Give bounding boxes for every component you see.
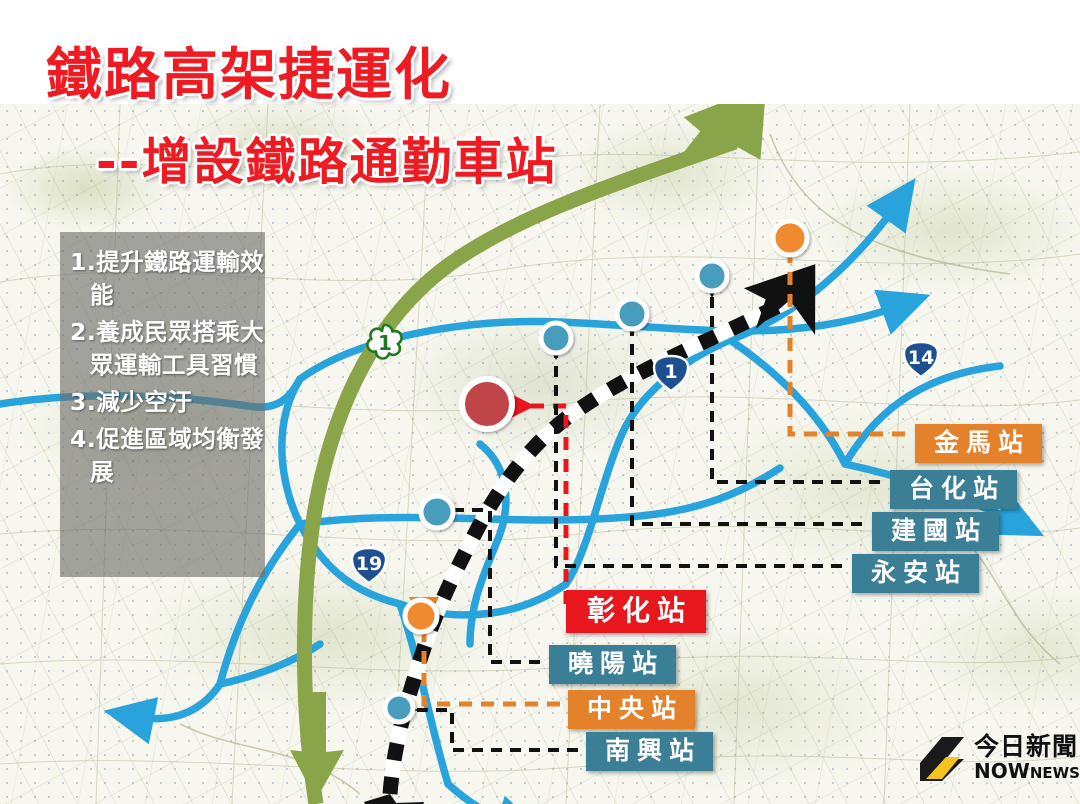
station-label-zhanghua[interactable]: 彰化站 [566, 590, 707, 634]
goal-item-3: 3.減少空汙 [70, 388, 193, 416]
station-dot-jinma[interactable] [770, 218, 810, 258]
logo-text-en-now: NOW [974, 759, 1030, 783]
logo-text-en-news: NEWS [1029, 764, 1080, 782]
station-label-yongan[interactable]: 永安站 [852, 554, 980, 593]
nownews-mark-icon [916, 733, 968, 785]
station-dot-jianguo[interactable] [614, 296, 650, 332]
logo-text-cn: 今日新聞 [974, 732, 1079, 761]
leader-jianguo [619, 310, 862, 526]
base-map [0, 104, 1080, 804]
shield-number-provincial-1: 1 [378, 330, 392, 355]
leader-nanxing [392, 697, 578, 752]
shield-number-expressway-1: 1 [664, 361, 678, 383]
blue-shield-icon [652, 354, 690, 393]
station-dot-taihua[interactable] [694, 258, 730, 294]
goal-item-1: 1.提升鐵路運輸效能 [70, 248, 265, 309]
goals-list: 1.提升鐵路運輸效能 2.養成民眾搭乘大眾運輸工具習慣 3.減少空汙 4.促進區… [60, 232, 265, 489]
leader-zhanghua [505, 391, 569, 604]
nownews-logo: 今日新聞 NOWNEWS [916, 728, 1080, 790]
logo-text: 今日新聞 NOWNEWS [974, 734, 1080, 784]
expressway-1-shield: 1 [650, 352, 692, 394]
blue-shield-icon [902, 340, 940, 379]
leader-xiaoyang [430, 497, 540, 664]
station-label-jianguo[interactable]: 建國站 [872, 512, 1000, 551]
station-label-jinma[interactable]: 金馬站 [915, 424, 1043, 463]
station-dot-xiaoyang[interactable] [418, 493, 456, 531]
shield-number-expressway-14: 14 [907, 347, 935, 369]
leader-jinma [775, 231, 905, 437]
leader-taihua [699, 272, 880, 484]
green-growth-arrow [290, 104, 767, 804]
blue-shield-icon [350, 546, 388, 585]
headline-primary: 鐵路高架捷運化 [46, 43, 452, 108]
leader-yongan [543, 334, 842, 568]
station-dots [382, 218, 810, 725]
logo-text-en: NOWNEWS [974, 760, 1080, 784]
goal-item-4: 4.促進區域均衡發展 [70, 425, 265, 486]
road-south-arm [444, 780, 546, 804]
road-sw-arm [103, 680, 224, 745]
leader-zhongyang [409, 597, 560, 707]
flower-shield-icon [366, 323, 403, 360]
expressway-14-shield: 14 [900, 338, 942, 380]
shield-number-expressway-19: 19 [355, 553, 383, 575]
headline-secondary: --增設鐵路通勤車站 [96, 133, 558, 191]
station-label-zhongyang[interactable]: 中央站 [568, 690, 696, 729]
station-dot-yongan[interactable] [538, 320, 574, 356]
expressway-19-shield: 19 [348, 544, 390, 586]
road-ne-arm [726, 177, 916, 344]
station-label-xiaoyang[interactable]: 曉陽站 [549, 645, 677, 684]
station-dot-nanxing[interactable] [382, 691, 416, 725]
provincial-highway-1-shield: 1 [364, 322, 406, 364]
station-label-taihua[interactable]: 台化站 [890, 470, 1018, 509]
station-label-nanxing[interactable]: 南興站 [586, 732, 714, 771]
goals-panel: 1.提升鐵路運輸效能 2.養成民眾搭乘大眾運輸工具習慣 3.減少空汙 4.促進區… [60, 232, 265, 577]
goal-item-2: 2.養成民眾搭乘大眾運輸工具習慣 [70, 318, 265, 379]
station-dot-zhanghua[interactable] [459, 376, 515, 432]
station-dot-zhongyang[interactable] [402, 597, 440, 635]
